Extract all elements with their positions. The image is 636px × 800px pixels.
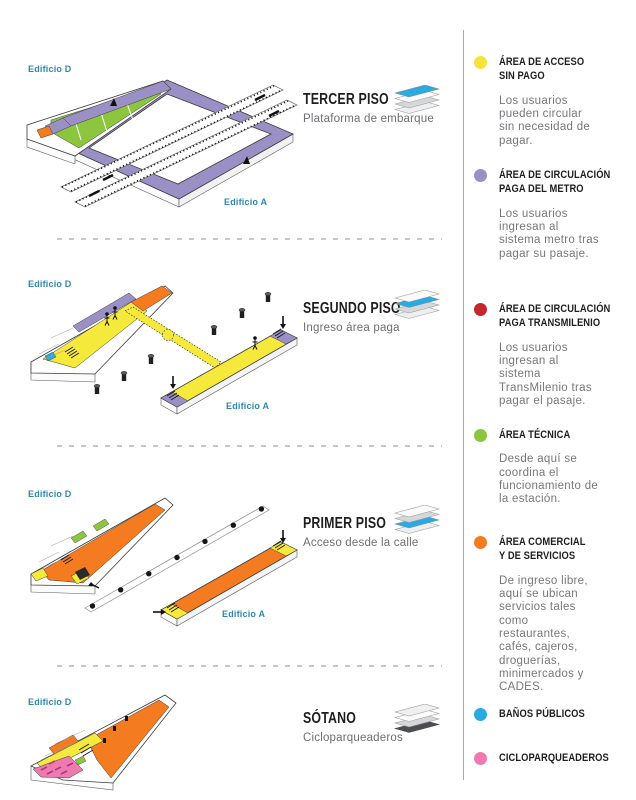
bridge-node	[162, 329, 174, 341]
commercial-room	[36, 125, 54, 139]
platform-strip	[60, 84, 284, 193]
pedestrian-bridge	[124, 306, 222, 369]
commercial-area	[40, 503, 166, 584]
entry-arrow-icon	[280, 324, 286, 329]
technical-room	[92, 518, 110, 532]
floor-subtitle: Ingreso área paga	[303, 322, 400, 334]
floor-title: SÓTANO	[303, 710, 357, 727]
room-lines	[38, 327, 74, 361]
floor-title: TERCER PISO	[303, 91, 389, 108]
legend-item-circulacion-transmilenio: ÁREA DE CIRCULACIÓN PAGA TRANSMILENIO Lo…	[474, 302, 636, 408]
metro-paid-area	[72, 292, 137, 333]
floor-heading: SÓTANO Cicloparqueaderos	[303, 710, 403, 744]
bar-side-face	[176, 549, 298, 627]
technical-room	[74, 755, 87, 766]
tercer-piso-floorplan	[26, 79, 298, 208]
legend-item-description: De ingreso libre, aquí se ubican servici…	[499, 574, 588, 694]
section-divider	[57, 238, 442, 240]
commercial-area	[86, 699, 170, 779]
primer-piso-floorplan	[30, 497, 298, 627]
platform-strip	[74, 99, 298, 208]
commercial-area	[130, 285, 173, 312]
building-a-label: Edificio A	[226, 401, 270, 411]
legend-item-description: Los usuarios ingresan al sistema metro t…	[499, 207, 599, 260]
floor-subtitle: Plataforma de embarque	[303, 113, 434, 125]
floor-layers-icon	[394, 85, 440, 114]
building-d-label: Edificio D	[28, 697, 72, 707]
legend-item-cicloparqueaderos: CICLOPARQUEADEROS	[474, 751, 636, 765]
stairs-icon	[272, 328, 286, 339]
escalator-icon	[88, 93, 280, 198]
building-d-label: Edificio D	[28, 489, 72, 499]
floor-title: PRIMER PISO	[303, 515, 387, 532]
legend-item-circulacion-metro: ÁREA DE CIRCULACIÓN PAGA DEL METRO Los u…	[474, 168, 636, 261]
floor-heading: PRIMER PISO Acceso desde la calle	[303, 515, 418, 549]
legend-item-title: BAÑOS PÚBLICOS	[499, 708, 585, 720]
building-d-label: Edificio D	[28, 279, 72, 289]
stairs-icon	[64, 346, 80, 359]
section-divider	[57, 445, 442, 447]
legend-item-description: Desde aquí se coordina el funcionamiento…	[499, 453, 599, 506]
floor-subtitle: Acceso desde la calle	[303, 537, 419, 549]
column-icons	[103, 716, 128, 743]
stairs-icon	[78, 743, 94, 757]
floor-layers-icon	[394, 704, 440, 733]
people-icons	[104, 306, 258, 350]
legend-item-area-comercial: ÁREA COMERCIAL Y DE SERVICIOS De ingreso…	[474, 535, 636, 695]
entry-arrow-icon	[88, 582, 95, 586]
legend-dot	[474, 56, 487, 69]
floor-layers-icon	[394, 505, 440, 534]
active-layer	[394, 85, 440, 98]
legend-item-banos-publicos: BAÑOS PÚBLICOS	[474, 707, 636, 721]
platform-hatch	[84, 104, 297, 207]
segundo-piso-floorplan	[30, 285, 298, 415]
legend-item-title: ÁREA TÉCNICA	[499, 429, 571, 441]
legend-item-title: ÁREA COMERCIAL Y DE SERVICIOS	[499, 536, 586, 563]
legend-item-title: ÁREA DE ACCESO SIN PAGO	[499, 56, 585, 83]
column-icons	[93, 292, 272, 394]
legend-dot	[474, 429, 487, 442]
floor-heading: TERCER PISO Plataforma de embarque	[303, 91, 434, 125]
room-grid-lines	[54, 90, 156, 141]
building-a-label: Edificio A	[224, 197, 268, 207]
legend-divider-line	[463, 30, 464, 780]
floor-title: SEGUNDO PISO	[303, 300, 401, 317]
legend-item-description: Los usuarios pueden circular sin necesid…	[499, 94, 591, 147]
floor-subtitle: Cicloparqueaderos	[303, 732, 403, 744]
legend-item-title: ÁREA DE CIRCULACIÓN PAGA TRANSMILENIO	[499, 303, 611, 330]
legend-dot	[474, 708, 487, 721]
entry-arrow-icon	[161, 609, 166, 615]
technical-room	[70, 530, 88, 544]
building-a-label: Edificio A	[222, 609, 266, 619]
legend-dot	[474, 536, 487, 549]
legend-dot	[474, 752, 487, 765]
section-divider	[57, 665, 442, 667]
stairs-icon	[272, 540, 286, 551]
stairs-icon	[60, 554, 74, 565]
legend-item-acceso-sin-pago: ÁREA DE ACCESO SIN PAGO Los usuarios pue…	[474, 55, 636, 148]
stairs-icon	[166, 602, 180, 613]
legend-item-area-tecnica: ÁREA TÉCNICA Desde aquí se coordina el f…	[474, 428, 636, 507]
legend-item-title: ÁREA DE CIRCULACIÓN PAGA DEL METRO	[499, 169, 611, 196]
entrance-stairs	[75, 567, 90, 580]
legend-item-description: Los usuarios ingresan al sistema TransMi…	[499, 341, 592, 407]
building-d-label: Edificio D	[28, 64, 72, 74]
sotano-floorplan	[30, 694, 177, 791]
room-lines	[40, 729, 86, 761]
stairs-icon	[166, 390, 180, 401]
free-access-area	[42, 300, 148, 369]
platform-hatch	[70, 89, 283, 192]
bike-rack-pattern	[40, 760, 74, 775]
entry-arrow-icon	[170, 384, 176, 389]
floor-layers-icon	[394, 290, 440, 319]
legend-dot	[474, 303, 487, 316]
entry-arrow-icon	[280, 538, 286, 543]
floor-heading: SEGUNDO PISO Ingreso área paga	[303, 300, 425, 334]
legend-dot	[474, 169, 487, 182]
legend-item-title: CICLOPARQUEADEROS	[499, 752, 609, 764]
walkway-columns	[89, 506, 265, 609]
bike-parking-area	[32, 755, 84, 779]
street-entrance	[30, 567, 49, 582]
